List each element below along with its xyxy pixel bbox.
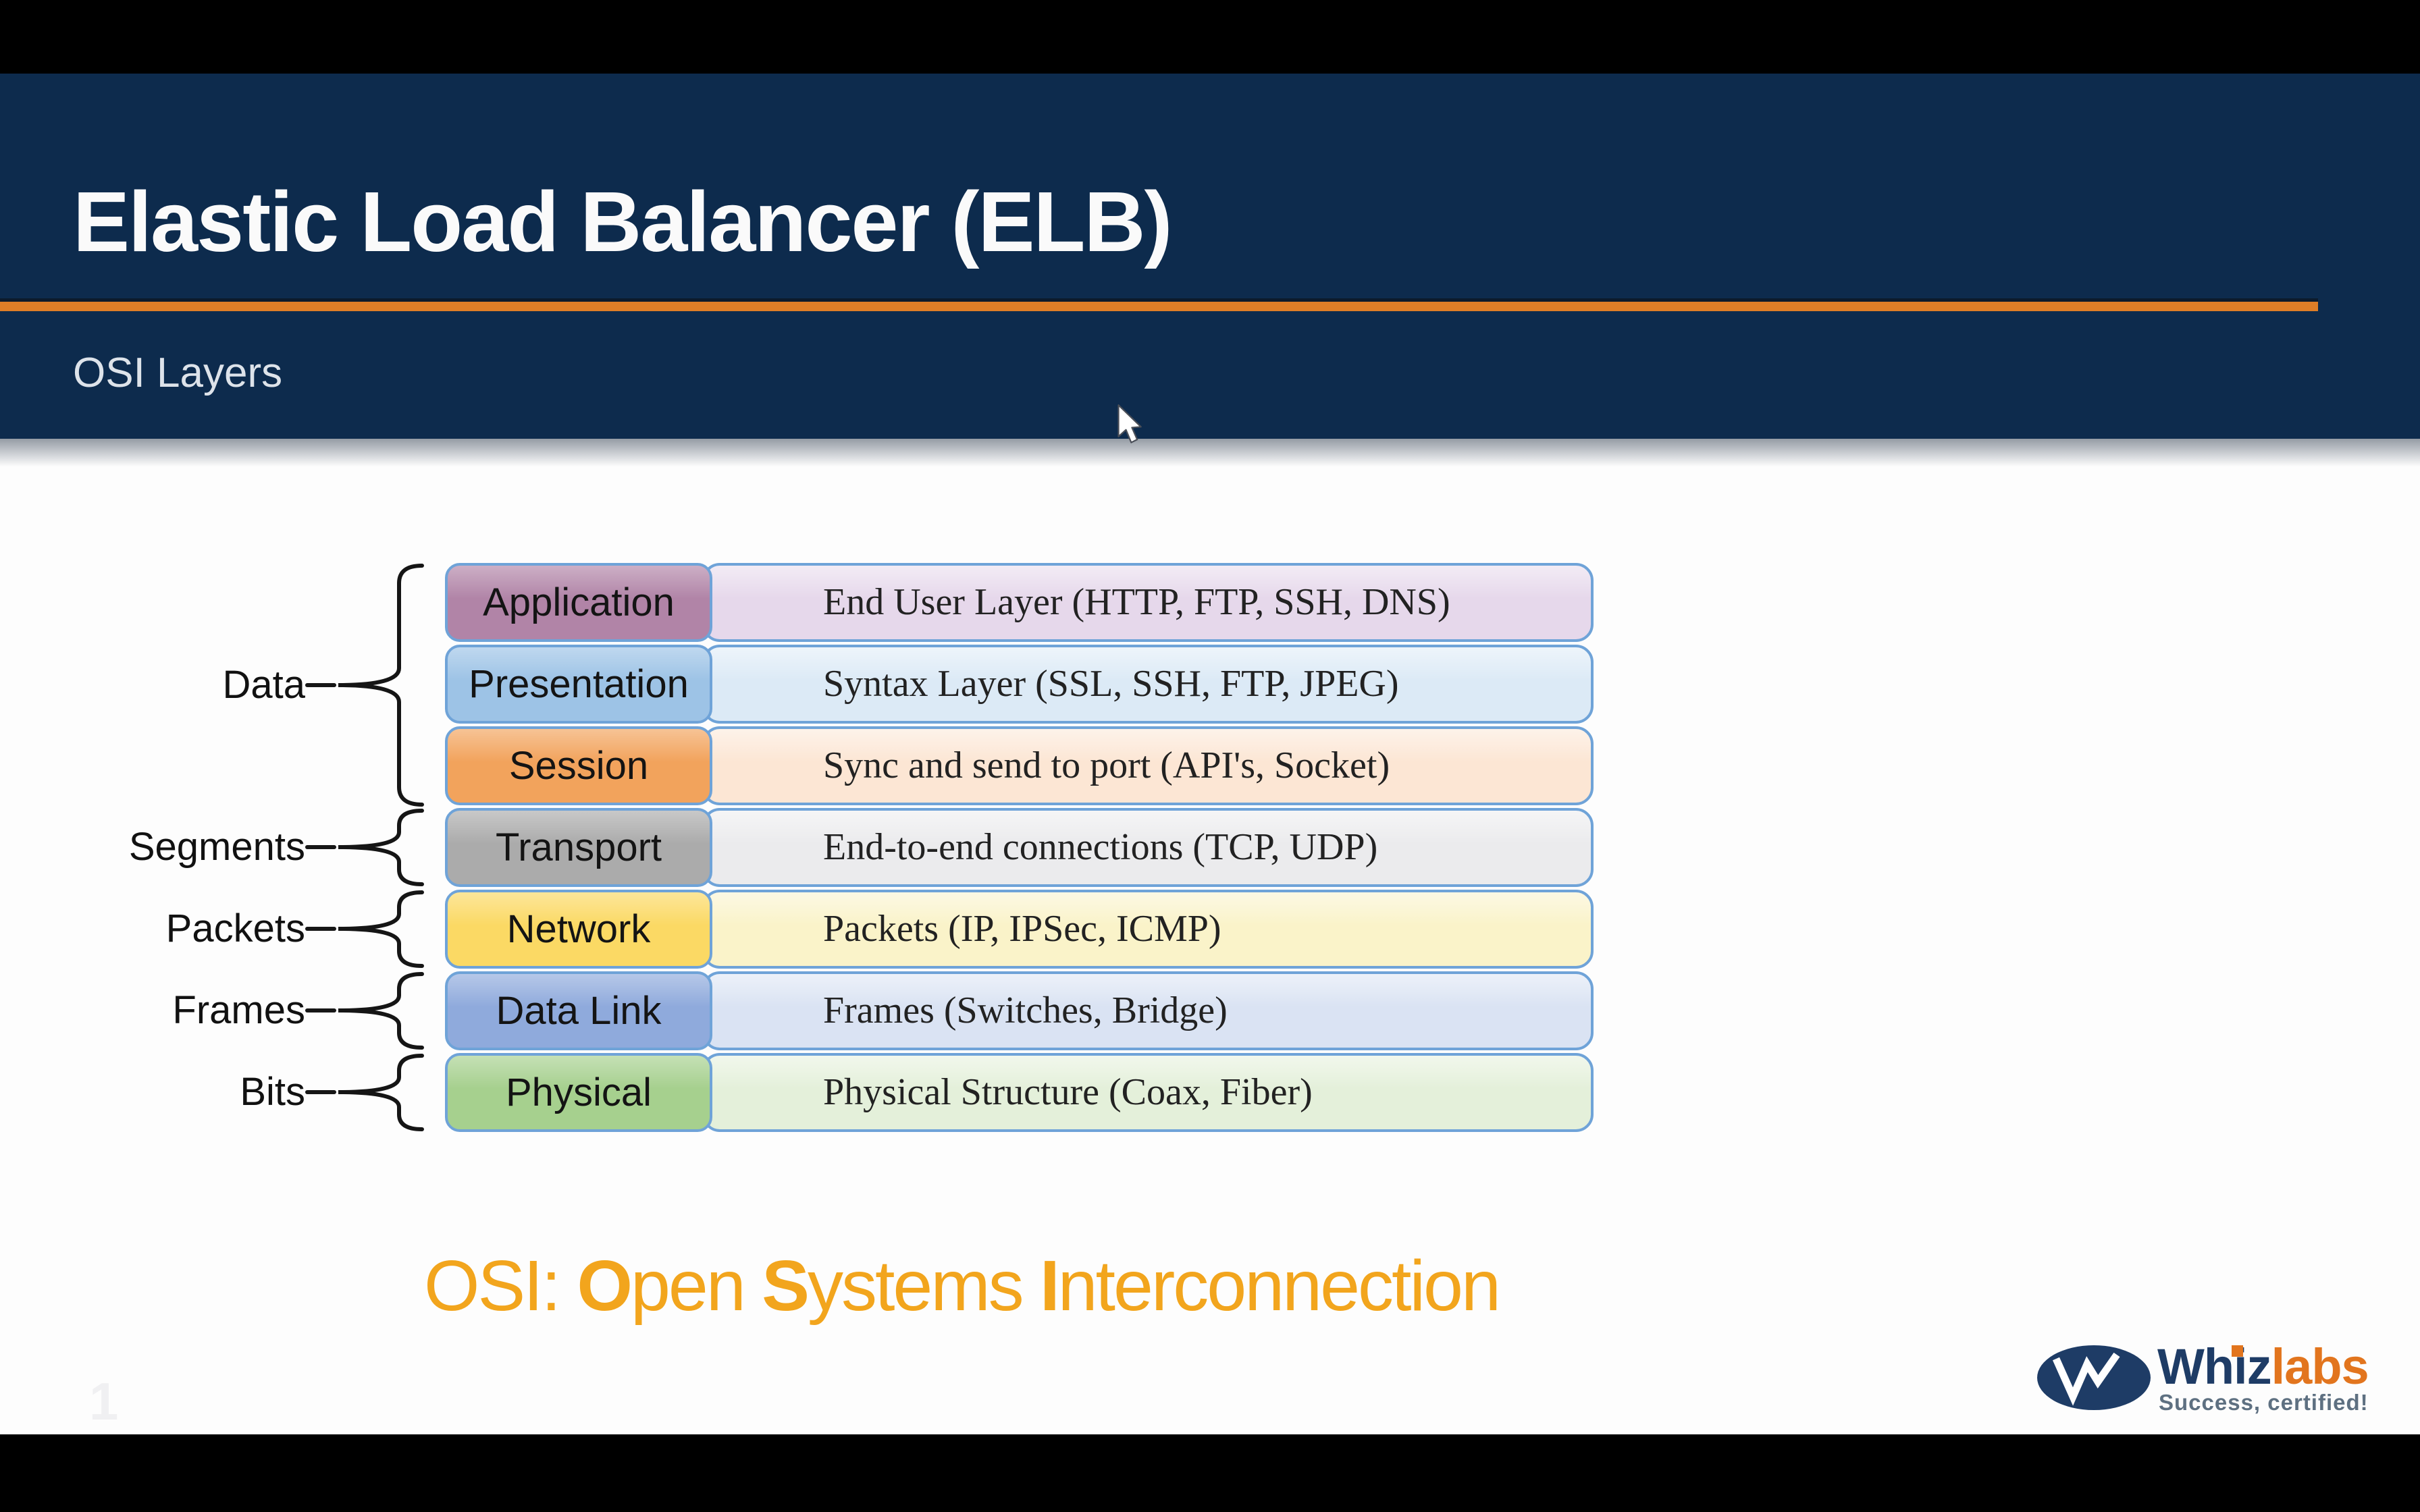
- osi-layer-row: Syntax Layer (SSL, SSH, FTP, JPEG) Prese…: [0, 645, 2420, 724]
- curly-brace-icon: [338, 809, 424, 886]
- osi-layer-row: Sync and send to port (API's, Socket) Se…: [0, 726, 2420, 805]
- osi-layer-row: Frames (Switches, Bridge) Data Link: [0, 971, 2420, 1050]
- whizlabs-logo: Whizlabs Success, certified!: [2036, 1339, 2387, 1426]
- layer-description: Sync and send to port (API's, Socket): [823, 745, 1390, 786]
- layer-name-box: Presentation: [445, 645, 712, 724]
- osi-layer-row: End User Layer (HTTP, FTP, SSH, DNS) App…: [0, 563, 2420, 642]
- logo-slogan: Success, certified!: [2159, 1390, 2369, 1415]
- layer-description-box: Packets (IP, IPSec, ICMP): [702, 890, 1594, 969]
- curly-brace-icon: [338, 1054, 424, 1131]
- layer-name: Presentation: [469, 662, 689, 706]
- layer-name: Physical: [506, 1071, 652, 1114]
- layer-name-box: Transport: [445, 808, 712, 887]
- layer-description: Physical Structure (Coax, Fiber): [823, 1071, 1313, 1113]
- slide-subtitle: OSI Layers: [73, 350, 283, 396]
- tagline-prefix: OSI:: [424, 1246, 577, 1326]
- layer-name-box: Application: [445, 563, 712, 642]
- curly-brace-icon: [338, 564, 424, 807]
- layer-name-box: Network: [445, 890, 712, 969]
- group-label-bits: Bits: [240, 1070, 305, 1114]
- group-label-data: Data: [222, 663, 305, 707]
- layer-description: Packets (IP, IPSec, ICMP): [823, 908, 1221, 950]
- layer-name-box: Data Link: [445, 971, 712, 1050]
- label-connector-line: [305, 927, 336, 931]
- logo-i-dot: [2232, 1345, 2243, 1357]
- layer-name: Network: [506, 907, 651, 951]
- top-letterbox-bar: [0, 0, 2420, 74]
- group-label-frames: Frames: [172, 988, 305, 1032]
- page-number: 1: [89, 1372, 119, 1431]
- osi-layer-row: Physical Structure (Coax, Fiber) Physica…: [0, 1053, 2420, 1132]
- layer-name: Session: [508, 744, 649, 788]
- label-connector-line: [305, 845, 336, 849]
- cursor-arrow-icon: [1117, 404, 1142, 443]
- layer-description-box: End-to-end connections (TCP, UDP): [702, 808, 1594, 887]
- slide-title: Elastic Load Balancer (ELB): [73, 174, 1172, 269]
- accent-rule: [0, 302, 2318, 311]
- tagline-word: ystems: [807, 1246, 1041, 1326]
- layer-description-box: End User Layer (HTTP, FTP, SSH, DNS): [702, 563, 1594, 642]
- logo-brand-primary: Whiz: [2157, 1339, 2272, 1395]
- group-label-segments: Segments: [128, 825, 305, 869]
- slide: Elastic Load Balancer (ELB) OSI Layers D…: [0, 74, 2420, 1434]
- curly-brace-icon: [338, 890, 424, 968]
- layer-description-box: Sync and send to port (API's, Socket): [702, 726, 1594, 805]
- label-connector-line: [305, 683, 336, 687]
- whizlabs-logo-mark-icon: [2037, 1345, 2151, 1410]
- group-label-packets: Packets: [165, 907, 305, 950]
- layer-description-box: Physical Structure (Coax, Fiber): [702, 1053, 1594, 1132]
- whizlabs-logo-text: Whizlabs: [2157, 1339, 2369, 1395]
- layer-description-box: Syntax Layer (SSL, SSH, FTP, JPEG): [702, 645, 1594, 724]
- layer-description: End User Layer (HTTP, FTP, SSH, DNS): [823, 581, 1450, 623]
- tagline-word: pen: [630, 1246, 762, 1326]
- layer-name-box: Session: [445, 726, 712, 805]
- layer-description: Syntax Layer (SSL, SSH, FTP, JPEG): [823, 663, 1399, 705]
- tagline-initial: I: [1040, 1246, 1060, 1326]
- osi-layer-row: End-to-end connections (TCP, UDP) Transp…: [0, 808, 2420, 887]
- tagline-initial: S: [762, 1246, 810, 1326]
- layer-description: Frames (Switches, Bridge): [823, 990, 1228, 1031]
- layer-name: Transport: [495, 826, 662, 869]
- layer-description-box: Frames (Switches, Bridge): [702, 971, 1594, 1050]
- logo-brand-secondary: labs: [2271, 1339, 2369, 1395]
- layer-name: Application: [483, 580, 675, 624]
- layer-description: End-to-end connections (TCP, UDP): [823, 826, 1378, 868]
- layer-name: Data Link: [496, 989, 662, 1033]
- curly-brace-icon: [338, 972, 424, 1050]
- osi-layer-row: Packets (IP, IPSec, ICMP) Network: [0, 890, 2420, 969]
- layer-name-box: Physical: [445, 1053, 712, 1132]
- osi-tagline: OSI: Open Systems Interconnection: [424, 1242, 1501, 1330]
- tagline-word: nterconnection: [1057, 1246, 1501, 1326]
- tagline-initial: O: [577, 1246, 633, 1326]
- label-connector-line: [305, 1008, 336, 1013]
- bottom-letterbox-bar: [0, 1434, 2420, 1512]
- label-connector-line: [305, 1090, 336, 1094]
- header-shadow: [0, 439, 2420, 470]
- slide-header: Elastic Load Balancer (ELB) OSI Layers: [0, 74, 2420, 439]
